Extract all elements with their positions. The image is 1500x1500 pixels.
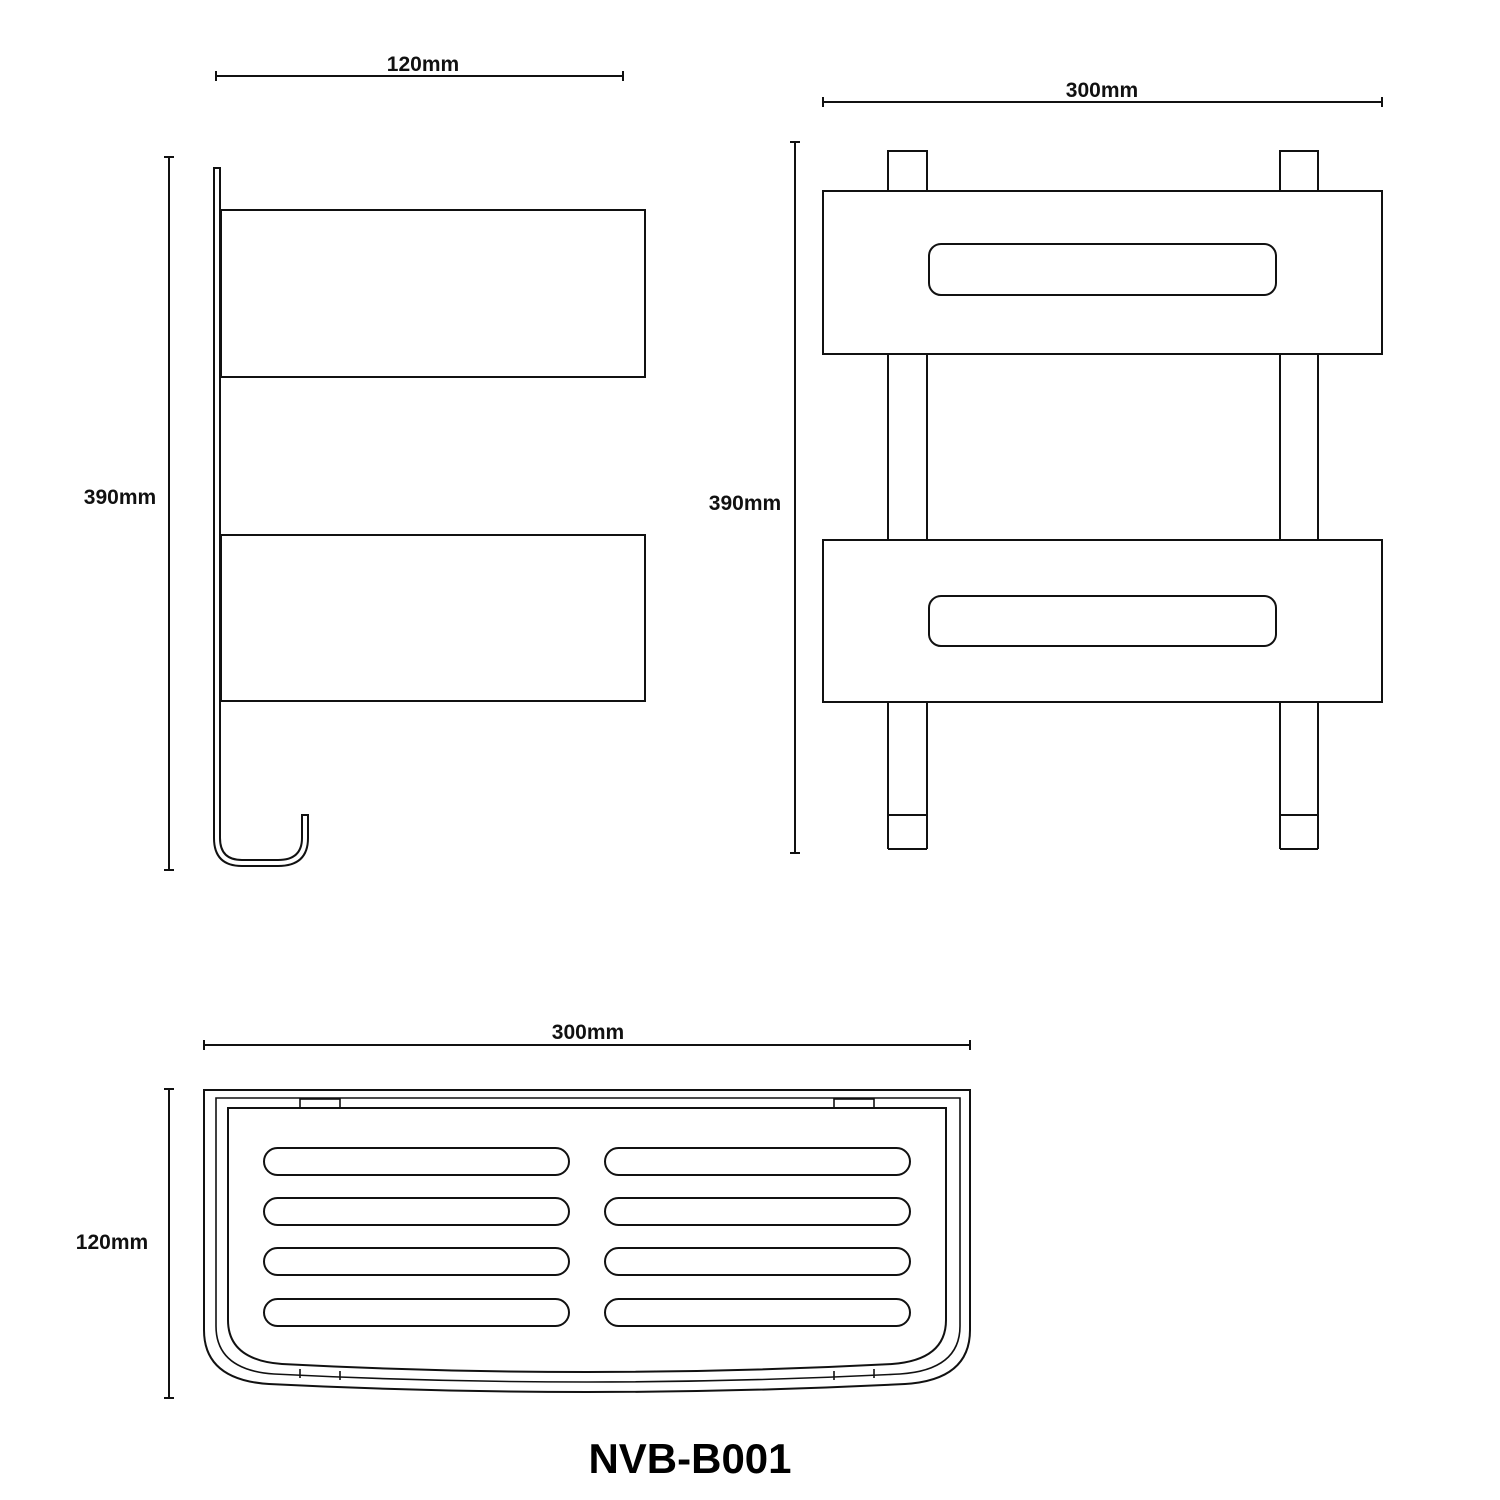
front-upper-basket — [822, 190, 1383, 355]
drain-slot — [263, 1298, 570, 1327]
basket-outline — [203, 1089, 971, 1393]
front-upper-slot — [928, 243, 1277, 296]
drain-slot — [604, 1298, 911, 1327]
side-view: 120mm 390mm — [84, 53, 646, 871]
top-width-dimension: 300mm — [203, 1021, 971, 1050]
top-depth-label: 120mm — [76, 1231, 148, 1254]
drain-slot — [604, 1147, 911, 1176]
front-width-dimension: 300mm — [822, 79, 1383, 107]
front-width-label: 300mm — [1066, 79, 1138, 102]
front-height-dimension: 390mm — [709, 141, 800, 854]
drain-slots — [263, 1147, 911, 1327]
side-bracket — [213, 167, 646, 867]
front-lower-basket — [822, 539, 1383, 703]
right-rail — [1279, 150, 1319, 850]
side-height-label: 390mm — [84, 486, 156, 509]
back-clip-left — [299, 1098, 341, 1109]
side-width-dimension: 120mm — [215, 53, 624, 81]
back-clip-right — [833, 1098, 875, 1109]
top-width-label: 300mm — [552, 1021, 624, 1044]
side-height-dimension: 390mm — [84, 156, 174, 871]
left-rail — [887, 150, 928, 850]
drain-slot — [263, 1197, 570, 1226]
drain-slot — [604, 1247, 911, 1276]
top-view: 300mm 120mm — [76, 1021, 971, 1399]
side-width-label: 120mm — [387, 53, 459, 76]
side-lower-shelf — [220, 534, 646, 702]
side-upper-shelf — [220, 209, 646, 378]
front-lower-slot — [928, 595, 1277, 647]
model-number: NVB-B001 — [588, 1435, 791, 1482]
top-depth-dimension: 120mm — [76, 1088, 174, 1399]
front-height-label: 390mm — [709, 492, 781, 515]
front-view: 300mm 390mm — [709, 79, 1383, 854]
drain-slot — [263, 1247, 570, 1276]
drain-slot — [263, 1147, 570, 1176]
drain-slot — [604, 1197, 911, 1226]
